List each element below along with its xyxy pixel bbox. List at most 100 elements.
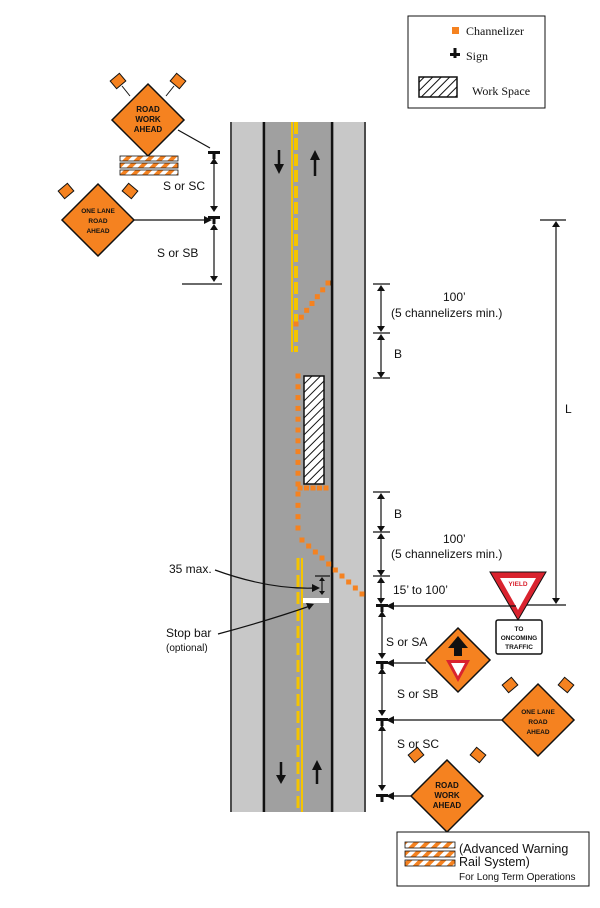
buffer-label-lower: B — [394, 507, 402, 521]
arrow-down-icon — [274, 150, 284, 174]
sign-line: ONE LANE — [521, 709, 555, 716]
sign-icon — [450, 48, 460, 58]
arrow-left-icon — [386, 659, 426, 667]
channelizer-mark — [359, 591, 365, 597]
sign-line: ROAD — [88, 218, 107, 225]
channelizer-mark — [295, 395, 301, 401]
left-shoulder — [232, 122, 262, 812]
channelizer-mark — [317, 485, 322, 491]
sign-line: ROAD — [136, 105, 160, 114]
plaque-line: ONCOMING — [501, 635, 537, 642]
roadway — [230, 122, 366, 812]
sign-line: ROAD — [435, 781, 459, 790]
arrow-head-icon — [306, 603, 314, 610]
channelizer-mark — [298, 314, 304, 320]
sign-line: WORK — [135, 115, 161, 124]
channelizer-mark — [304, 307, 310, 313]
leader-line — [214, 569, 317, 589]
channelizer-mark — [295, 470, 301, 476]
dimension-35 — [315, 575, 330, 595]
stop-bar-label: Stop bar — [166, 626, 211, 640]
dimension-top — [182, 158, 222, 285]
yield-offset-label: 15’ to 100’ — [393, 583, 448, 597]
channelizer-mark — [295, 384, 301, 390]
to-oncoming-traffic-plaque: TO ONCOMING TRAFFIC — [495, 619, 543, 655]
sign-line: AHEAD — [134, 125, 163, 134]
sign-line: ONE LANE — [81, 208, 115, 215]
sign-line: AHEAD — [433, 801, 462, 810]
leader-line — [217, 605, 311, 635]
plaque-line: TO — [515, 626, 524, 633]
legend-work-space: Work Space — [472, 84, 530, 98]
arrow-up-icon — [448, 636, 468, 656]
legend: Channelizer Sign Work Space — [407, 15, 546, 109]
legend-sign: Sign — [466, 49, 488, 63]
sign-icon — [376, 661, 388, 669]
channelizer-mark — [295, 502, 301, 508]
taper-length-lower: 100’ — [443, 532, 466, 546]
road-work-ahead-sign-bottom: ROAD WORK AHEAD — [407, 746, 487, 834]
channelizer-mark — [295, 459, 301, 465]
leader-line — [177, 129, 211, 149]
channelizer-mark — [314, 294, 320, 300]
rail-legend-note: For Long Term Operations — [459, 872, 576, 883]
channelizer-mark — [295, 427, 301, 433]
channelizer-mark — [299, 537, 305, 543]
channelizer-mark — [295, 449, 301, 455]
direction-arrows — [274, 150, 322, 784]
road-work-ahead-sign-top: ROAD WORK AHEAD — [109, 72, 187, 158]
arrow-right-icon — [134, 216, 212, 224]
channelizer-mark — [332, 567, 338, 573]
spacing-label-sb-top: S or SB — [157, 246, 198, 260]
total-length-label: L — [565, 402, 572, 416]
arrow-down-icon — [276, 762, 286, 784]
channelizer-mark — [320, 287, 326, 293]
arrow-left-icon — [386, 792, 411, 800]
sign-line: AHEAD — [526, 729, 549, 736]
sign-line: WORK — [434, 791, 460, 800]
channelizer-mark — [295, 525, 301, 531]
channelizer-mark — [295, 438, 301, 444]
taper-note-lower: (5 channelizers min.) — [391, 547, 502, 561]
dimension-bottom — [378, 611, 386, 791]
channelizer-mark — [319, 555, 325, 561]
rail-legend-line1: (Advanced Warning — [459, 842, 568, 856]
channelizer-mark — [312, 549, 318, 555]
channelizer-mark — [295, 405, 301, 411]
arrow-head-icon — [312, 584, 320, 592]
work-space — [303, 375, 325, 485]
sign-line: AHEAD — [86, 228, 109, 235]
channelizer-mark — [297, 485, 303, 491]
channelizer-mark — [304, 485, 309, 491]
spacing-label-sb-bottom: S or SB — [397, 687, 438, 701]
sign-line: ROAD — [528, 719, 547, 726]
rail-legend-line2: Rail System) — [459, 855, 530, 869]
channelizer-mark — [295, 514, 301, 520]
yield-ahead-sign — [424, 626, 492, 694]
sign-icon — [376, 604, 388, 612]
channelizer-mark — [306, 543, 312, 549]
channelizer-mark — [352, 585, 358, 591]
spacing-label-sc-bottom: S or SC — [397, 737, 439, 751]
yield-sign: YIELD — [489, 571, 547, 621]
one-lane-road-ahead-sign-top: ONE LANE ROAD AHEAD — [57, 182, 139, 258]
arrow-left-icon — [386, 602, 516, 610]
channelizer-mark — [323, 485, 329, 491]
channelizer-mark — [309, 301, 315, 306]
sign-icon — [376, 718, 388, 726]
rail-legend: (Advanced Warning Rail System) For Long … — [396, 831, 590, 887]
arrow-up-icon — [310, 150, 320, 176]
channelizer-mark — [295, 481, 301, 487]
sign-icon — [208, 151, 220, 159]
channelizer-mark — [293, 321, 299, 327]
channelizer-mark — [325, 280, 331, 286]
legend-channelizer: Channelizer — [466, 24, 524, 38]
stop-bar-note: (optional) — [166, 643, 208, 654]
sign-icon — [208, 216, 220, 224]
rail-legend-box — [396, 831, 590, 887]
channelizer-mark — [326, 561, 332, 567]
channelizer-icon — [452, 27, 459, 34]
taper-length-upper: 100’ — [443, 290, 466, 304]
channelizer-mark — [295, 416, 301, 422]
